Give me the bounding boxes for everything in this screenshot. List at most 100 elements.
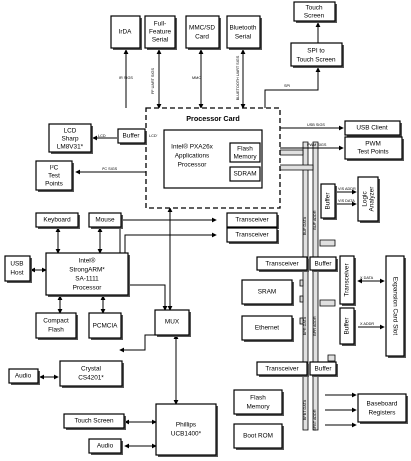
ethernet-block: Ethernet (241, 315, 294, 342)
svg-text:Transceiver: Transceiver (235, 232, 269, 239)
svg-text:Card: Card (195, 34, 209, 41)
svg-text:Transceiver: Transceiver (235, 217, 269, 224)
logic-analyzer-block: Logic Analyzer (357, 176, 380, 223)
x-addr-label: X ADDR (360, 322, 374, 326)
svg-text:Audio: Audio (15, 373, 32, 380)
svg-text:Baseboard: Baseboard (367, 401, 398, 408)
svg-text:Buffer: Buffer (315, 261, 333, 268)
ir-sigs-label: IR SIGS (119, 76, 133, 80)
vis-buffer-block: Buffer (320, 183, 337, 220)
buffer-3-block: Buffer (309, 256, 338, 272)
svg-text:USB: USB (10, 261, 23, 268)
buf-data-label: BUF DATA (303, 216, 307, 235)
pxa26x-line-3: Processor (178, 162, 208, 169)
bpr-data-label: BPR DATA (303, 316, 307, 335)
svg-text:Touch Screen: Touch Screen (296, 57, 336, 64)
processor-card: Processor Card Intel® PXA26x Application… (145, 107, 281, 209)
svg-text:Buffer: Buffer (315, 366, 333, 373)
i2c-sigs-label: I²C SIGS (102, 167, 118, 171)
svg-text:SA-1111: SA-1111 (75, 276, 99, 283)
svg-text:Serial: Serial (152, 37, 168, 44)
vis-data-label: VIS DATA (338, 199, 355, 203)
mouse-block: Mouse (88, 212, 123, 229)
svg-text:Boot ROM: Boot ROM (243, 433, 273, 440)
transceiver-3-block: Transceiver (256, 256, 309, 272)
svg-text:Transceiver: Transceiver (265, 366, 299, 373)
bpr-addr-label: BPR ADDR (313, 316, 317, 336)
spi-touch-screen-block: SPI to Touch Screen (290, 42, 344, 68)
strongarm-block: Intel® StrongARM* SA-1111 Processor (45, 252, 130, 297)
svg-text:Mouse: Mouse (95, 217, 115, 224)
svg-text:UCB1400*: UCB1400* (171, 431, 202, 438)
compact-flash-block: Compact Flash (35, 312, 78, 340)
bfbt-data-label: BFBT DATA (303, 399, 307, 420)
svg-text:I²C: I²C (50, 165, 59, 172)
audio-block-1: Audio (8, 368, 40, 385)
svg-text:Touch: Touch (305, 5, 322, 12)
svg-text:StrongARM*: StrongARM* (69, 267, 105, 274)
audio-block-2: Audio (88, 438, 123, 455)
svg-text:Flash: Flash (250, 395, 266, 402)
pwm-test-points-block: PWM Test Points (344, 136, 404, 161)
svg-text:CS4201*: CS4201* (78, 375, 104, 382)
mmc-label: MMC (192, 76, 201, 80)
signal-labels: IR SIGS FF UART SIGS MMC BLUETOOTH UART … (98, 55, 374, 430)
baseboard-registers-block: Baseboard Registers (357, 393, 408, 424)
lcd-sharp-block: LCD Sharp LM8V31* (48, 123, 93, 154)
ff-uart-label: FF UART SIGS (151, 68, 155, 94)
svg-text:Bluetooth: Bluetooth (229, 25, 256, 32)
svg-text:PWM: PWM (365, 141, 381, 148)
spi-label: SPI (284, 84, 290, 88)
mmc-sd-card-block: MMC/SD Card (185, 15, 221, 50)
svg-text:LM8V31*: LM8V31* (57, 144, 84, 151)
svg-text:Audio: Audio (97, 443, 114, 450)
crystal-block: Crystal CS4201* (59, 360, 124, 388)
transceiver-4-block: Transceiver (256, 361, 309, 377)
x-data-label: X DATA (360, 276, 374, 280)
usb-sigs-label: USB SIGS (307, 123, 325, 127)
svg-text:Sharp: Sharp (61, 136, 78, 143)
svg-text:Expansion Card Slot: Expansion Card Slot (391, 277, 398, 335)
bfbt-addr-label: BFBT ADDR (313, 409, 317, 430)
sram-block: SRAM (241, 279, 294, 306)
x-data-transceiver-block: Transceiver (339, 255, 356, 306)
sdram-label: SDRAM (233, 171, 256, 178)
svg-text:LCD: LCD (64, 128, 77, 135)
flash-memory-card-line-2: Memory (233, 154, 257, 161)
svg-text:Transceiver: Transceiver (265, 261, 299, 268)
lcd-prime-label: LCD' (149, 134, 158, 138)
touch-screen-top-block: Touch Screen (293, 1, 337, 23)
svg-text:Memory: Memory (246, 404, 270, 411)
buffer-4-block: Buffer (309, 361, 338, 377)
vis-addr-label: VIS ADDR (338, 187, 356, 191)
lcd-label: LCD (98, 134, 106, 138)
svg-text:SPI to: SPI to (307, 48, 325, 55)
svg-text:Full-: Full- (154, 21, 166, 28)
svg-text:Serial: Serial (235, 34, 251, 41)
svg-text:Ethernet: Ethernet (255, 325, 279, 332)
usb-client-block: USB Client (344, 120, 402, 137)
boot-rom-block: Boot ROM (233, 423, 284, 450)
full-feature-serial-block: Full- Feature Serial (144, 15, 177, 50)
svg-text:Buffer: Buffer (123, 133, 141, 140)
bluetooth-uart-label: BLUETOOTH UART SIGS (236, 55, 240, 100)
transceiver-2-block: Transceiver (226, 227, 279, 244)
bluetooth-serial-block: Bluetooth Serial (226, 15, 262, 50)
processor-card-title: Processor Card (186, 114, 240, 123)
touch-screen-block: Touch Screen (63, 413, 126, 430)
svg-text:Points: Points (45, 181, 63, 188)
usb-host-block: USB Host (4, 255, 32, 283)
svg-text:Flash: Flash (48, 327, 64, 334)
svg-text:USB Client: USB Client (356, 125, 387, 132)
svg-text:Keyboard: Keyboard (43, 217, 71, 224)
irda-block: IrDA (110, 15, 142, 50)
i2c-test-points-block: I²C Test Points (35, 160, 74, 192)
svg-text:Host: Host (10, 270, 23, 277)
pxa26x-line-2: Applications (175, 153, 209, 160)
lcd-buffer-block: Buffer (117, 128, 147, 145)
svg-text:Registers: Registers (369, 410, 396, 417)
svg-text:Screen: Screen (304, 13, 325, 20)
buf-addr-label: BUF ADDR (313, 210, 317, 229)
